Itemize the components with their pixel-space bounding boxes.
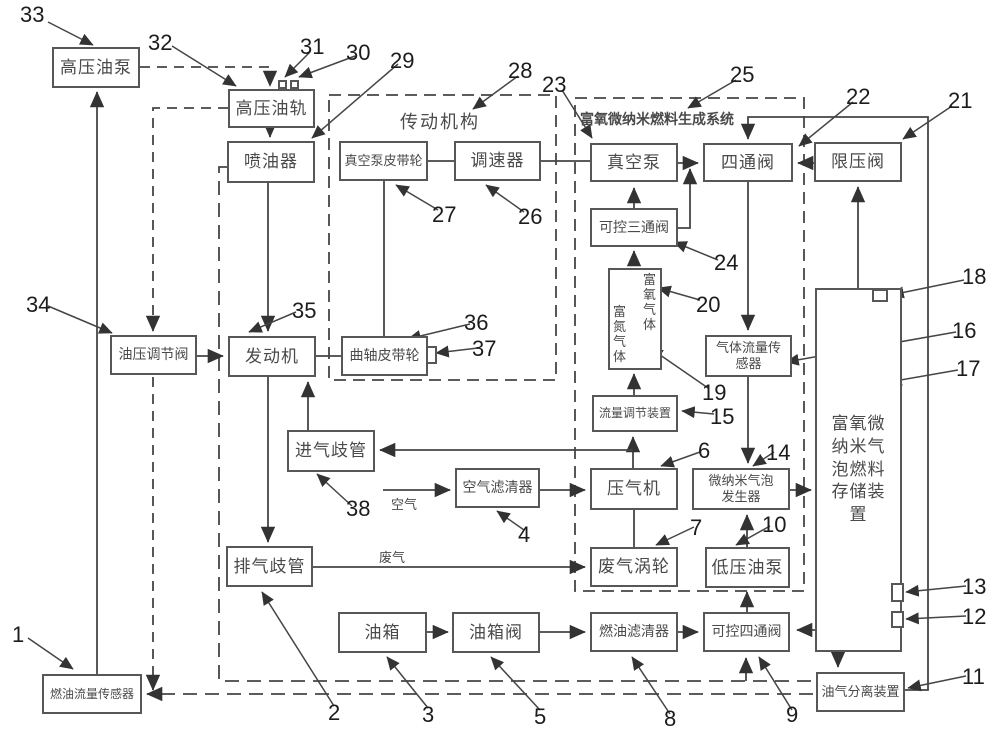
exhaust-flow-label: 废气: [379, 550, 406, 565]
box-vacuum-pump: 真空泵: [590, 143, 678, 182]
callout-35: 35: [292, 298, 317, 323]
box-four-way-valve: 四通阀: [703, 143, 793, 182]
callout-27: 27: [432, 202, 457, 227]
storage-side-port-lower: [891, 611, 904, 628]
box-fuel-flow-sensor: 燃油流量传感器: [42, 674, 142, 714]
transmission-system-title: 传动机构: [400, 112, 480, 132]
box-vacuum-pump-pulley: 真空泵皮带轮: [339, 141, 428, 181]
bubble-generator-label: 微纳米气泡发生器: [708, 472, 774, 504]
callout-20: 20: [696, 292, 721, 317]
callout-9: 9: [786, 702, 799, 727]
rail-port-left: [278, 80, 287, 89]
box-tank-valve: 油箱阀: [452, 612, 540, 653]
callout-10: 10: [762, 512, 787, 537]
callout-18: 18: [962, 264, 987, 289]
box-three-way-valve: 可控三通阀: [590, 208, 678, 247]
rail-port-right: [290, 80, 299, 89]
box-intake-manifold: 进气歧管: [287, 430, 375, 472]
callout-36: 36: [464, 310, 489, 335]
nitrogen-gas-label: 富氮气体: [613, 304, 627, 365]
storage-top-port: [872, 289, 888, 302]
callout-23: 23: [542, 72, 567, 97]
callout-28: 28: [508, 58, 533, 83]
box-fuel-tank: 油箱: [338, 612, 427, 653]
callout-3: 3: [422, 702, 435, 727]
callout-4: 4: [518, 522, 531, 547]
callout-6: 6: [698, 438, 711, 463]
crankshaft-pulley-port: [426, 346, 437, 364]
callout-37: 37: [472, 336, 497, 361]
box-hp-rail: 高压油轨: [228, 89, 315, 128]
callout-12: 12: [962, 604, 987, 629]
callout-34: 34: [26, 292, 51, 317]
box-governor: 调速器: [454, 141, 541, 181]
box-compressor: 压气机: [590, 468, 678, 510]
generation-system-title: 富氧微纳米燃料生成系统: [580, 111, 734, 127]
box-lp-oil-pump: 低压油泵: [705, 547, 790, 588]
box-injector: 喷油器: [227, 141, 315, 183]
callout-11: 11: [962, 664, 985, 689]
box-hp-oil-pump: 高压油泵: [52, 47, 140, 88]
storage-side-port-upper: [891, 583, 904, 602]
callout-29: 29: [390, 48, 415, 73]
box-gas-flow-sensor: 气体流量传感器: [705, 335, 792, 377]
callout-33: 33: [20, 2, 45, 27]
callout-19: 19: [702, 380, 727, 405]
box-exhaust-manifold: 排气歧管: [226, 546, 313, 587]
box-fuel-filter: 燃油滤清器: [590, 612, 678, 652]
callout-8: 8: [664, 706, 677, 731]
box-controllable-four-way-valve: 可控四通阀: [703, 612, 790, 652]
callout-24: 24: [714, 250, 739, 275]
callout-13: 13: [962, 574, 987, 599]
box-engine: 发动机: [228, 336, 316, 377]
box-gas-separator: 富氧气体 富氮气体: [608, 268, 662, 370]
callout-22: 22: [846, 84, 871, 109]
callout-30: 30: [346, 40, 371, 65]
callout-15: 15: [710, 404, 735, 429]
storage-device-label: 富氧微纳米气泡燃料存储装置: [831, 413, 886, 525]
callout-25: 25: [730, 62, 755, 87]
callout-31: 31: [300, 34, 325, 59]
box-exhaust-turbine: 废气涡轮: [590, 547, 678, 587]
callout-21: 21: [948, 88, 973, 113]
box-flow-regulator: 流量调节装置: [592, 395, 678, 432]
box-oil-gas-separator: 油气分离装置: [816, 672, 905, 712]
callout-38: 38: [346, 496, 371, 521]
callout-5: 5: [534, 704, 547, 729]
box-crankshaft-pulley: 曲轴皮带轮: [341, 336, 428, 376]
air-flow-label: 空气: [391, 497, 418, 512]
callout-14: 14: [766, 440, 791, 465]
callout-1: 1: [12, 622, 25, 647]
box-bubble-generator: 微纳米气泡发生器: [692, 468, 790, 510]
box-air-filter: 空气滤清器: [455, 468, 540, 508]
callout-2: 2: [328, 700, 341, 725]
box-pressure-limit-valve: 限压阀: [814, 142, 902, 182]
oxygen-gas-label: 富氧气体: [643, 272, 657, 332]
box-oil-pressure-valve: 油压调节阀: [110, 335, 197, 375]
callout-26: 26: [518, 204, 543, 229]
callout-7: 7: [690, 515, 703, 540]
callout-16: 16: [952, 318, 977, 343]
callout-32: 32: [148, 30, 173, 55]
callout-17: 17: [956, 356, 981, 381]
box-storage-device: 富氧微纳米气泡燃料存储装置: [815, 288, 902, 652]
